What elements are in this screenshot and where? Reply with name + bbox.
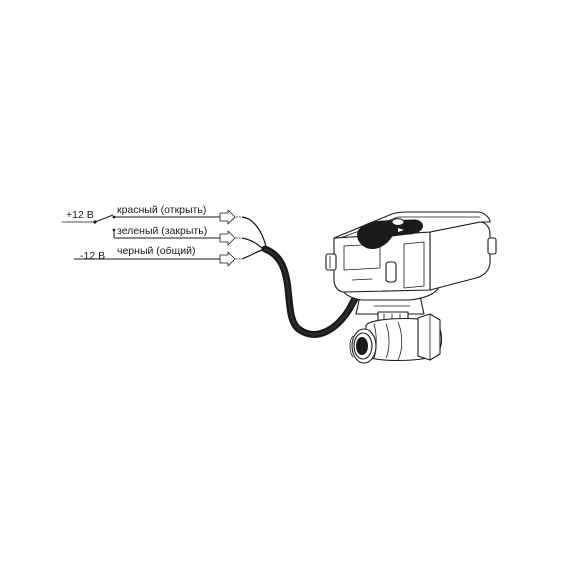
ball-valve [349, 295, 443, 364]
wiring-scheme: +12 В красный (открыть) зеленый (закрыть… [61, 204, 267, 267]
manual-lever-icon [357, 218, 423, 249]
wire-bundle [241, 216, 267, 260]
minus-voltage-label: -12 В [80, 250, 105, 262]
plus-voltage-label: +12 В [66, 209, 94, 221]
wire-black-label: черный (общий) [117, 245, 196, 257]
connector-black-icon [219, 251, 243, 267]
connector-green-icon [219, 230, 243, 246]
actuator [325, 211, 497, 301]
wire-green-label: зеленый (закрыть) [117, 225, 207, 237]
wire-red-label: красный (открыть) [117, 204, 206, 216]
connector-red-icon [219, 209, 243, 225]
